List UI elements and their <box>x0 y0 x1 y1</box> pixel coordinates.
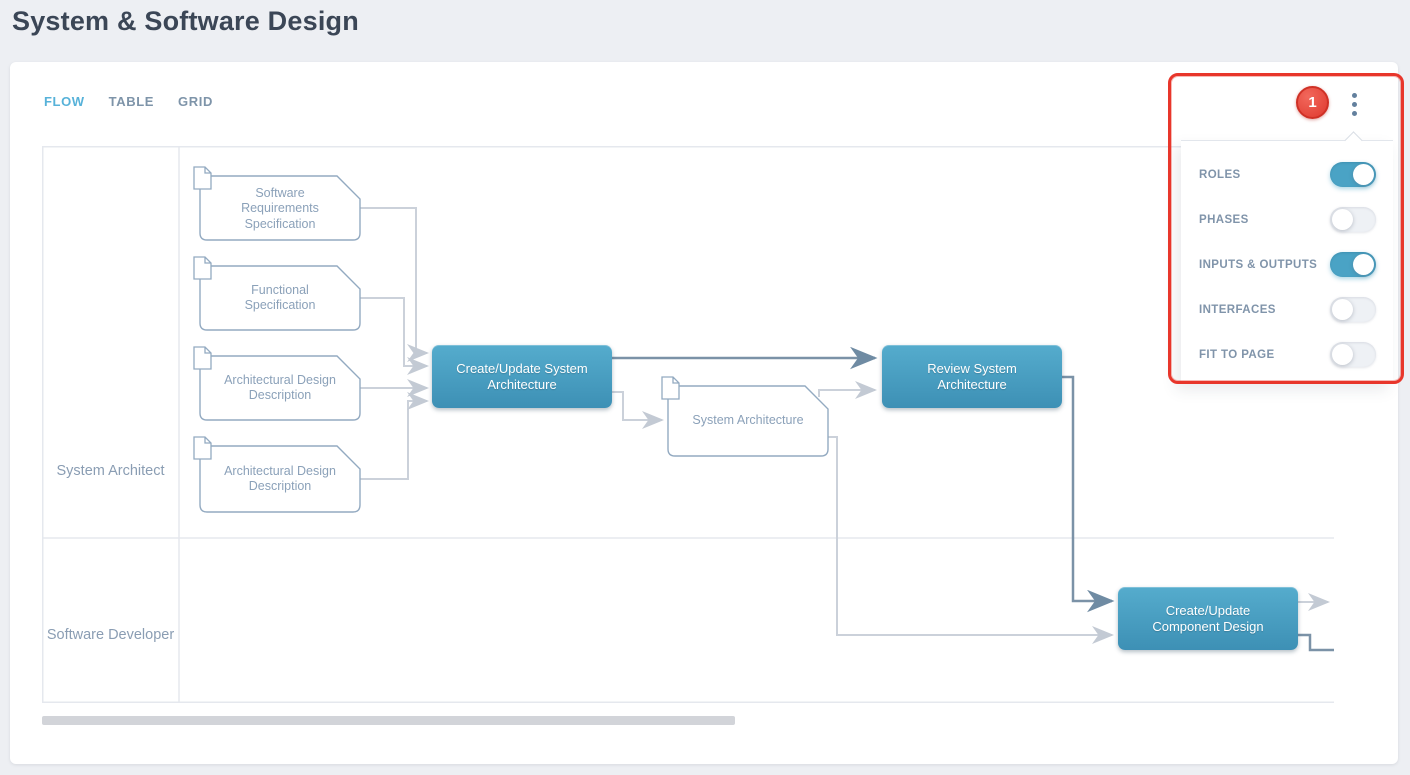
document-label-system-architecture: System Architecture <box>692 413 804 428</box>
connector-srs-to-create <box>360 207 429 362</box>
document-srs <box>199 175 361 241</box>
connectors-light <box>360 207 1330 644</box>
annotation-badge-1: 1 <box>1296 86 1329 119</box>
connector-funcspec-to-create <box>360 297 429 375</box>
document-label-add-2: Architectural Design Description <box>224 463 336 494</box>
toggle-label-roles: ROLES <box>1199 168 1241 181</box>
activity-review-system-architecture[interactable]: Review System Architecture <box>882 345 1062 408</box>
toggle-row-fit-to-page: FIT TO PAGE <box>1181 332 1393 377</box>
toggle-label-inputs-outputs: INPUTS & OUTPUTS <box>1199 258 1318 271</box>
tab-flow[interactable]: FLOW <box>44 94 85 109</box>
view-tabs: FLOW TABLE GRID <box>44 94 213 109</box>
document-shapes[interactable] <box>199 175 829 513</box>
fit-to-page-toggle[interactable] <box>1330 342 1376 367</box>
toggle-knob <box>1353 254 1374 275</box>
document-page-icons <box>193 166 680 460</box>
horizontal-scrollbar-thumb[interactable] <box>42 716 735 725</box>
page-icon <box>193 436 212 460</box>
view-options-panel: ROLES PHASES INPUTS & OUTPUTS INTERFACES… <box>1181 131 1393 383</box>
connector-add2-to-create <box>360 392 429 480</box>
connector-sysarch-to-review <box>818 381 877 399</box>
inputs-outputs-toggle[interactable] <box>1330 252 1376 277</box>
toggle-label-interfaces: INTERFACES <box>1199 303 1276 316</box>
page-title: System & Software Design <box>12 6 359 36</box>
interfaces-toggle[interactable] <box>1330 297 1376 322</box>
lane-label-system-architect: System Architect <box>56 463 165 479</box>
page-icon <box>193 256 212 280</box>
document-add-1 <box>199 355 361 421</box>
toggle-knob <box>1353 164 1374 185</box>
lane-grid <box>42 146 1334 703</box>
flow-svg <box>42 146 1334 703</box>
document-label-functional-spec: Functional Specification <box>244 282 316 313</box>
activity-create-update-system-architecture[interactable]: Create/Update System Architecture <box>432 345 612 408</box>
toggle-label-fit-to-page: FIT TO PAGE <box>1199 348 1275 361</box>
toggle-row-roles: ROLES <box>1181 152 1393 197</box>
document-functional-spec <box>199 265 361 331</box>
page-icon <box>661 376 680 400</box>
connector-review-to-component <box>1062 375 1115 613</box>
page-icon <box>193 346 212 370</box>
document-label-add-1: Architectural Design Description <box>224 372 336 403</box>
roles-toggle[interactable] <box>1330 162 1376 187</box>
page-icon <box>193 166 212 190</box>
document-system-architecture <box>667 385 829 457</box>
document-label-srs: Software Requirements Specification <box>241 185 319 231</box>
document-add-2 <box>199 445 361 513</box>
connectors-dark <box>612 346 1334 652</box>
toggle-knob <box>1332 344 1353 365</box>
toggle-row-inputs-outputs: INPUTS & OUTPUTS <box>1181 242 1393 287</box>
toggle-row-interfaces: INTERFACES <box>1181 287 1393 332</box>
connector-sysarch-to-component <box>828 436 1114 644</box>
phases-toggle[interactable] <box>1330 207 1376 232</box>
kebab-menu-icon[interactable] <box>1344 88 1364 120</box>
flow-canvas: System Architect Software Developer Soft… <box>42 146 1334 703</box>
activity-create-update-component-design[interactable]: Create/Update Component Design <box>1118 587 1298 650</box>
toggle-knob <box>1332 209 1353 230</box>
toggle-label-phases: PHASES <box>1199 213 1249 226</box>
tab-table[interactable]: TABLE <box>108 94 155 109</box>
toggle-knob <box>1332 299 1353 320</box>
connector-component-output-dark <box>1298 633 1334 652</box>
lane-label-software-developer: Software Developer <box>46 627 175 643</box>
tab-grid[interactable]: GRID <box>178 94 213 109</box>
connector-create-to-sysarch <box>612 391 664 429</box>
toggle-row-phases: PHASES <box>1181 197 1393 242</box>
